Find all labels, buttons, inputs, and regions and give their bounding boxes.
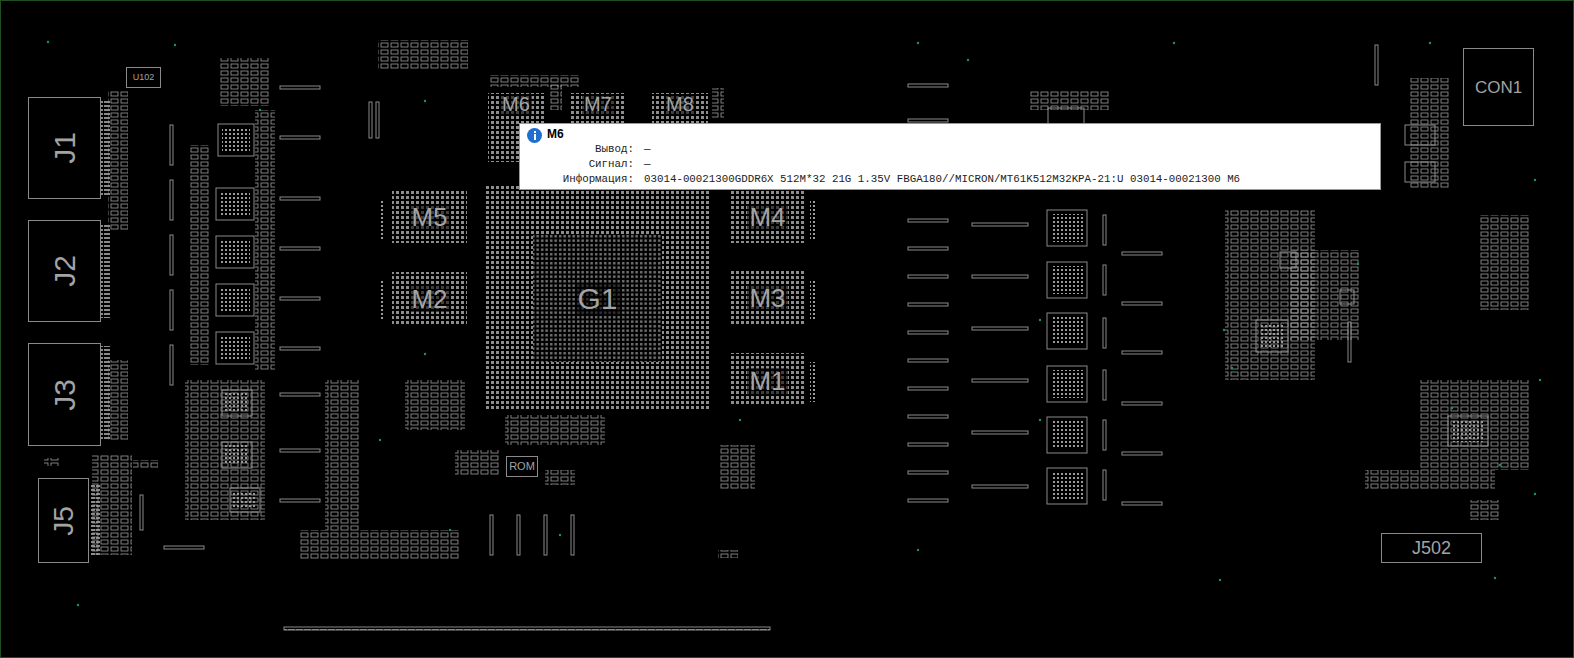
connector: CON1 — [1463, 48, 1534, 126]
memory-chip: M3 — [727, 268, 808, 328]
field-value: — — [644, 144, 650, 155]
part-label: M6 — [500, 94, 532, 114]
part-label: J1 — [50, 132, 80, 164]
part-label: M7 — [582, 94, 614, 114]
ic-chip: U102 — [126, 67, 161, 88]
field-name: Информация: — [563, 174, 634, 185]
part-label: M8 — [664, 94, 696, 114]
rom-chip: ROM — [506, 456, 538, 477]
field-value: — — [644, 159, 650, 170]
part-label: M3 — [747, 285, 787, 311]
part-label: U102 — [133, 73, 155, 82]
field-value: 03014-00021300GDDR6X 512M*32 21G 1.35V F… — [644, 174, 1240, 185]
part-label: CON1 — [1475, 79, 1522, 96]
part-label: J2 — [50, 255, 80, 287]
info-tooltip: M6Вывод: — Сигнал: — Информация: 03014-000213… — [519, 123, 1381, 190]
info-icon — [527, 128, 542, 143]
info-icon-dot — [534, 131, 536, 133]
field-name: Вывод: — [595, 144, 634, 155]
connector: J3 — [28, 343, 101, 446]
memory-chip: M1 — [727, 350, 808, 411]
gpu-chip: G1 — [483, 184, 712, 413]
field-name: Сигнал: — [589, 159, 634, 170]
memory-chip: M5 — [389, 187, 470, 246]
part-label: M2 — [409, 286, 449, 312]
connector: J2 — [28, 220, 101, 322]
part-label: J5 — [49, 506, 77, 536]
part-label: ROM — [509, 461, 535, 472]
part-label: M4 — [747, 204, 787, 230]
memory-chip: M2 — [389, 269, 470, 328]
tooltip-title: M6 — [547, 128, 564, 140]
part-label: J3 — [50, 379, 80, 411]
part-label: G1 — [575, 284, 619, 314]
part-label: M5 — [409, 204, 449, 230]
info-icon-bar — [534, 134, 536, 140]
part-label: M1 — [747, 368, 787, 394]
memory-chip: M4 — [727, 187, 808, 246]
connector: J502 — [1381, 533, 1482, 563]
connector: J5 — [38, 478, 89, 563]
connector: J1 — [28, 97, 101, 199]
part-label: J502 — [1412, 539, 1451, 557]
